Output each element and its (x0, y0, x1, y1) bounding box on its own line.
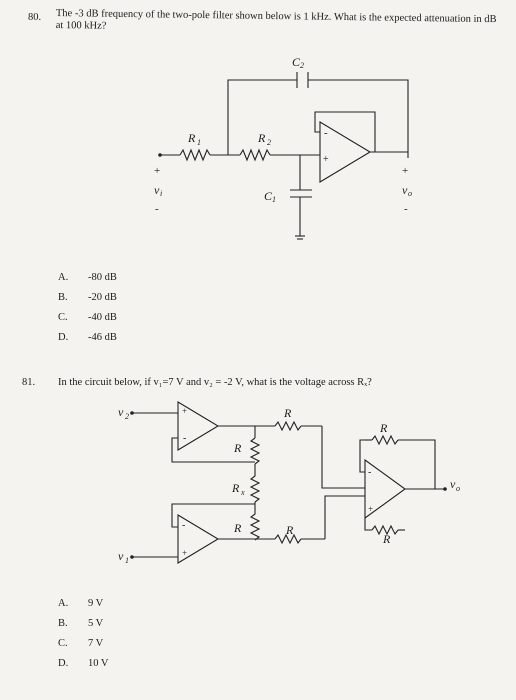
question-80-number: 80. (28, 12, 42, 23)
q80-option-d[interactable]: D. -46 dB (58, 332, 117, 343)
v2-label: v (118, 405, 124, 419)
c2-label: C (292, 55, 301, 69)
q81-option-d[interactable]: D. 10 V (58, 658, 109, 669)
v1-label: v (118, 549, 124, 563)
bottom-r-to-opamp-wire (324, 495, 365, 539)
top-r-label: R (283, 406, 292, 420)
r2-resistor (239, 148, 271, 162)
option-letter: A. (58, 272, 69, 283)
right-opamp-input-wire (359, 439, 365, 473)
top-r-to-opamp-wire (321, 426, 365, 489)
rx-label: R (231, 481, 240, 495)
opamp-triangle (319, 121, 372, 183)
option-text: 7 V (88, 638, 104, 649)
vo-minus: - (404, 203, 408, 215)
v2-terminal-dot (130, 411, 134, 415)
option-letter: B. (58, 618, 68, 629)
option-letter: D. (58, 332, 69, 343)
vo-plus: + (402, 165, 408, 177)
gnd-r-resistor (371, 524, 399, 536)
top-opamp-minus: - (183, 433, 186, 444)
question-81-opamp-circuit: v 2 + - R R R x R - + v 1 (118, 401, 460, 565)
option-letter: A. (58, 598, 69, 609)
bottom-feedback-wire (171, 503, 255, 528)
r1-resistor (179, 148, 211, 162)
bottom-r-resistor (274, 533, 302, 545)
vi-subscript: i (160, 189, 162, 198)
question-81-number: 81. (22, 377, 36, 388)
chain-rx-resistor (249, 464, 261, 503)
option-text: 5 V (88, 618, 104, 629)
c2-left-wire (227, 79, 297, 155)
option-letter: D. (58, 658, 69, 669)
c1-label: C (264, 189, 273, 203)
opamp-plus: + (323, 154, 329, 165)
fb-r-resistor (371, 434, 399, 446)
question-81-text: In the circuit below, if v₁=7 V and v₂ =… (58, 377, 372, 388)
q81-option-a[interactable]: A. 9 V (58, 598, 103, 609)
chain-r3-label: R (233, 521, 242, 535)
fb-r-right-wire (398, 439, 436, 489)
option-text: 10 V (88, 658, 109, 669)
vo-subscript: o (456, 484, 460, 493)
right-opamp-plus: + (368, 504, 373, 514)
option-text: -20 dB (88, 292, 117, 303)
v2-subscript: 2 (125, 412, 129, 421)
option-letter: C. (58, 312, 68, 323)
vi-plus: + (154, 165, 160, 177)
vo-terminal-dot (443, 487, 447, 491)
c2-subscript: 2 (300, 61, 304, 70)
fb-r-label: R (379, 421, 388, 435)
option-text: -40 dB (88, 312, 117, 323)
bottom-opamp-plus: + (182, 548, 187, 558)
option-letter: B. (58, 292, 68, 303)
bottom-opamp-triangle (177, 514, 220, 564)
v1-terminal-dot (130, 555, 134, 559)
opamp-feedback-wire (314, 111, 376, 152)
top-r-resistor (274, 420, 302, 432)
r1-subscript: 1 (197, 138, 201, 147)
right-opamp-triangle (364, 458, 406, 520)
c1-subscript: 1 (272, 195, 276, 204)
question-80-filter-circuit: C 2 R 1 R 2 C 1 - + + v i - + (154, 55, 412, 240)
bottom-r-label: R (285, 523, 294, 537)
right-opamp-minus: - (368, 467, 371, 478)
vo-label: v (450, 477, 456, 491)
top-feedback-wire (171, 437, 255, 463)
top-opamp-triangle (177, 401, 220, 451)
vo-subscript: o (408, 189, 412, 198)
chain-r1-label: R (233, 441, 242, 455)
q80-option-b[interactable]: B. -20 dB (58, 292, 117, 303)
vi-label: v (154, 183, 160, 197)
option-text: 9 V (88, 598, 104, 609)
opamp-minus: - (324, 127, 328, 139)
chain-r3-resistor (249, 502, 261, 541)
option-text: -80 dB (88, 272, 117, 283)
vo-label: v (402, 183, 408, 197)
gnd-r-left-wire (364, 518, 372, 531)
question-80-text: The -3 dB frequency of the two-pole filt… (55, 8, 497, 32)
r2-subscript: 2 (267, 138, 271, 147)
q81-option-c[interactable]: C. 7 V (58, 638, 103, 649)
chain-r1-resistor (249, 437, 261, 465)
option-letter: C. (58, 638, 68, 649)
r1-label: R (187, 131, 196, 145)
gnd-r-label: R (382, 532, 391, 546)
bottom-opamp-minus: - (182, 520, 185, 531)
q80-option-c[interactable]: C. -40 dB (58, 312, 117, 323)
vi-minus: - (155, 203, 159, 215)
r2-label: R (257, 131, 266, 145)
q81-option-b[interactable]: B. 5 V (58, 618, 103, 629)
option-text: -46 dB (88, 332, 117, 343)
v1-subscript: 1 (125, 556, 129, 565)
q80-option-a[interactable]: A. -80 dB (58, 272, 117, 283)
top-opamp-plus: + (182, 406, 187, 416)
c2-right-wire (308, 79, 409, 158)
rx-subscript: x (240, 488, 245, 497)
